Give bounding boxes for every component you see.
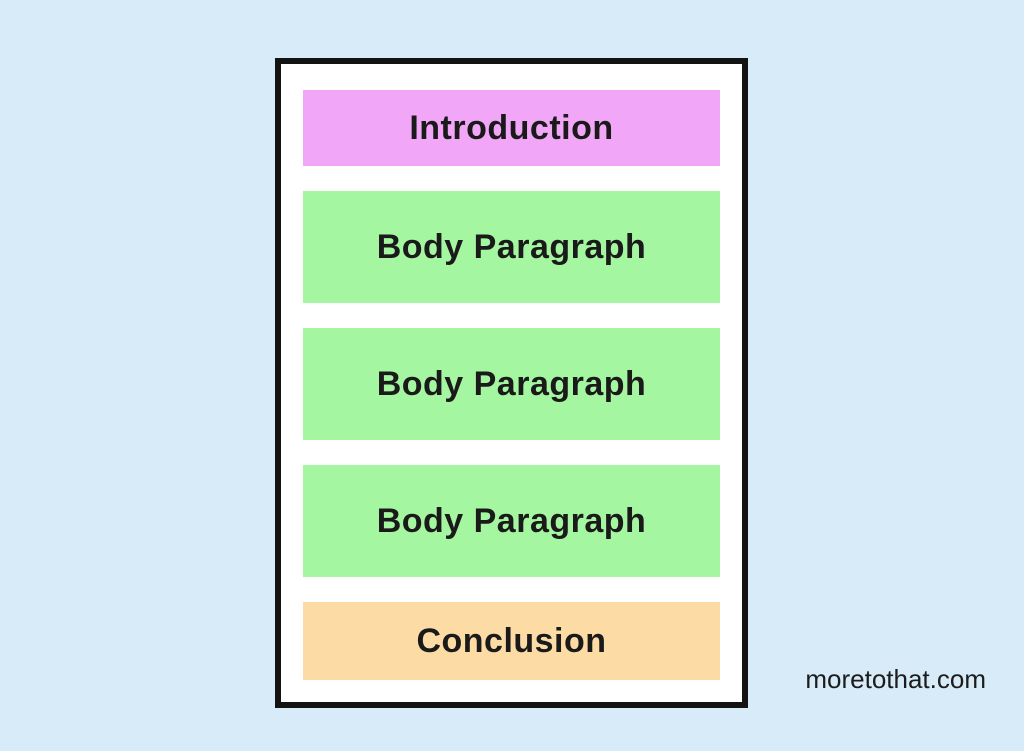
block-body-paragraph-3: Body Paragraph <box>303 465 720 577</box>
block-body-paragraph-2: Body Paragraph <box>303 328 720 440</box>
block-conclusion-label: Conclusion <box>416 621 607 660</box>
block-body-paragraph-1: Body Paragraph <box>303 191 720 303</box>
block-body-paragraph-1-label: Body Paragraph <box>376 227 647 266</box>
block-conclusion: Conclusion <box>303 602 720 680</box>
block-body-paragraph-3-label: Body Paragraph <box>376 501 647 540</box>
watermark-site-url: moretothat.com <box>805 664 986 694</box>
block-introduction-label: Introduction <box>409 108 614 147</box>
block-introduction: Introduction <box>303 90 720 166</box>
block-body-paragraph-2-label: Body Paragraph <box>376 364 647 403</box>
essay-structure-frame: Introduction Body Paragraph Body Paragra… <box>275 58 748 708</box>
